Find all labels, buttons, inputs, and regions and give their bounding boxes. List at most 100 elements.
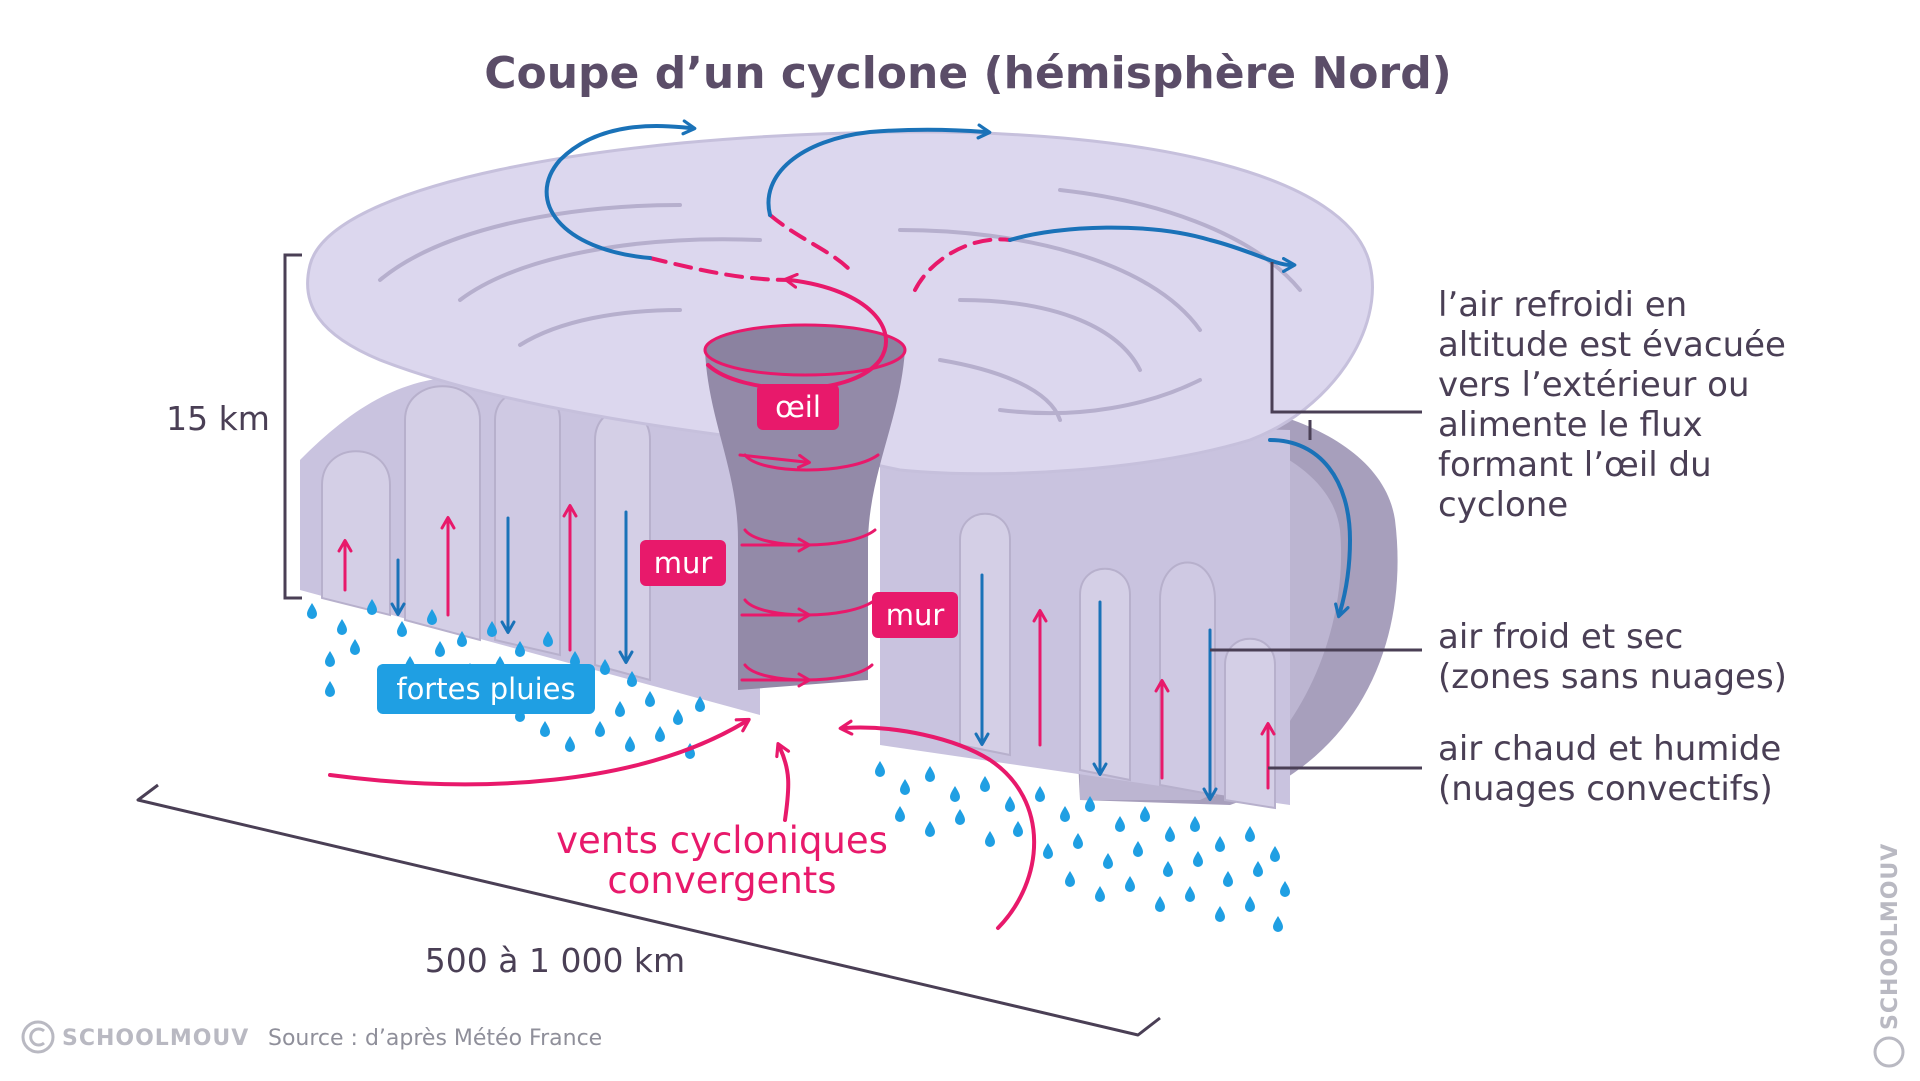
rain-drop-icon: [1253, 861, 1263, 877]
cold-air-line-1: air froid et sec: [1438, 617, 1683, 657]
leader-lines: [1210, 262, 1422, 770]
source-credit: Source : d’après Météo France: [268, 1026, 602, 1051]
cloud-tower: [1224, 637, 1276, 810]
cloud-tower: [959, 512, 1011, 757]
rain-drop-icon: [1095, 886, 1105, 902]
cyclone-cloud: [300, 130, 1398, 810]
rain-drop-icon: [875, 761, 885, 777]
rain-drop-icon: [1273, 916, 1283, 932]
outflow-arrows: [544, 119, 1353, 619]
rain-drop-icon: [1125, 876, 1135, 892]
rain-drop-icon: [673, 709, 683, 725]
rain-drop-icon: [1155, 896, 1165, 912]
warm-air-annotation: air chaud et humide (nuages convectifs): [1438, 729, 1781, 809]
rain-drop-icon: [337, 619, 347, 635]
outflow-line-3: vers l’extérieur ou: [1438, 365, 1750, 405]
copyright-icon: [21, 1020, 55, 1054]
rain-drop-icon: [307, 603, 317, 619]
rain-drop-icon: [1193, 851, 1203, 867]
rain-drop-icon: [980, 776, 990, 792]
rain-drop-icon: [1163, 861, 1173, 877]
eye-rotation-arrows: [738, 453, 880, 688]
rain-label: fortes pluies: [396, 672, 575, 706]
width-bracket: 500 à 1 000 km: [136, 783, 1161, 1037]
rain-drop-icon: [925, 821, 935, 837]
rain-drop-icon: [1005, 796, 1015, 812]
rain-drop-icon: [625, 736, 635, 752]
height-label: 15 km: [166, 399, 270, 438]
outflow-annotation: l’air refroidi en altitude est évacuée v…: [1438, 285, 1786, 525]
cloud-tower: [494, 389, 561, 657]
rain-drop-icon: [1223, 871, 1233, 887]
warm-air-line-1: air chaud et humide: [1438, 729, 1781, 769]
rain-drop-icon: [1190, 816, 1200, 832]
rain-drop-icon: [925, 766, 935, 782]
outflow-line-1: l’air refroidi en: [1438, 285, 1687, 325]
winds-label-line2: convergents: [607, 859, 836, 902]
side-brand: SCHOOLMOUV: [1873, 843, 1905, 1068]
cloud-tower: [1159, 561, 1216, 797]
rain-tag: fortes pluies: [377, 664, 595, 714]
rain-drop-icon: [350, 639, 360, 655]
rain-drop-icon: [615, 701, 625, 717]
rain-drop-icon: [1270, 846, 1280, 862]
rain-drop-icon: [1185, 886, 1195, 902]
winds-label-line1: vents cycloniques: [556, 819, 888, 862]
rain-drop-icon: [325, 681, 335, 697]
wall-tag-left: mur: [640, 540, 726, 586]
width-label: 500 à 1 000 km: [425, 941, 685, 980]
rain-drop-icon: [900, 779, 910, 795]
cold-air-line-2: (zones sans nuages): [1438, 657, 1787, 697]
cloud-tower: [1079, 567, 1131, 782]
rain-drop-icon: [1103, 853, 1113, 869]
rain-drop-icon: [540, 721, 550, 737]
cold-air-arrows: [390, 510, 1218, 801]
rain-drop-icon: [655, 726, 665, 742]
converging-wind-arrows: [328, 717, 1037, 930]
eye-label: œil: [775, 390, 821, 424]
rain-drop-icon: [595, 721, 605, 737]
rain-drop-icon: [955, 809, 965, 825]
outflow-line-4: alimente le flux: [1438, 405, 1703, 445]
wall-tag-right: mur: [872, 592, 958, 638]
warm-air-line-2: (nuages convectifs): [1438, 769, 1773, 809]
warm-air-arrows: [337, 504, 1276, 790]
rain-drop-icon: [645, 691, 655, 707]
rain-drop-icon: [1245, 896, 1255, 912]
rain-drop-icon: [1215, 836, 1225, 852]
footer-brand: SCHOOLMOUV: [21, 1020, 249, 1054]
brand-name: SCHOOLMOUV: [62, 1026, 249, 1051]
rain-drop-icon: [950, 786, 960, 802]
copyright-icon: [1873, 1036, 1905, 1068]
rain-drop-icon: [985, 831, 995, 847]
rain-drop-icon: [1115, 816, 1125, 832]
cloud-anvil: [306, 130, 1374, 476]
wall-label-right: mur: [886, 598, 945, 632]
side-brand-name: SCHOOLMOUV: [1878, 843, 1903, 1030]
rain-drop-icon: [1043, 843, 1053, 859]
cyclone-eye: [705, 327, 905, 690]
outflow-line-5: formant l’œil du: [1438, 445, 1712, 485]
cloud-tower: [321, 450, 391, 617]
rain-drop-icon: [1073, 833, 1083, 849]
rain-drop-icon: [1035, 786, 1045, 802]
rain-drop-icon: [1060, 806, 1070, 822]
outflow-line-2: altitude est évacuée: [1438, 325, 1786, 365]
rain-drop-icon: [435, 641, 445, 657]
rain-drop-icon: [1065, 871, 1075, 887]
cold-air-annotation: air froid et sec (zones sans nuages): [1438, 617, 1787, 697]
height-bracket: 15 km: [166, 253, 302, 600]
rain-drop-icon: [397, 621, 407, 637]
eye-tag: œil: [757, 384, 839, 430]
rain-drop-icon: [565, 736, 575, 752]
rain-drop-icon: [1013, 821, 1023, 837]
rain-drop-icon: [1165, 826, 1175, 842]
rain-drop-icon: [1215, 906, 1225, 922]
rain-drop-icon: [1133, 841, 1143, 857]
rain-drop-icon: [1140, 806, 1150, 822]
rain-drop-icon: [895, 806, 905, 822]
rain-drop-icon: [325, 651, 335, 667]
rain-drop-icon: [1280, 881, 1290, 897]
wall-label-left: mur: [654, 546, 713, 580]
